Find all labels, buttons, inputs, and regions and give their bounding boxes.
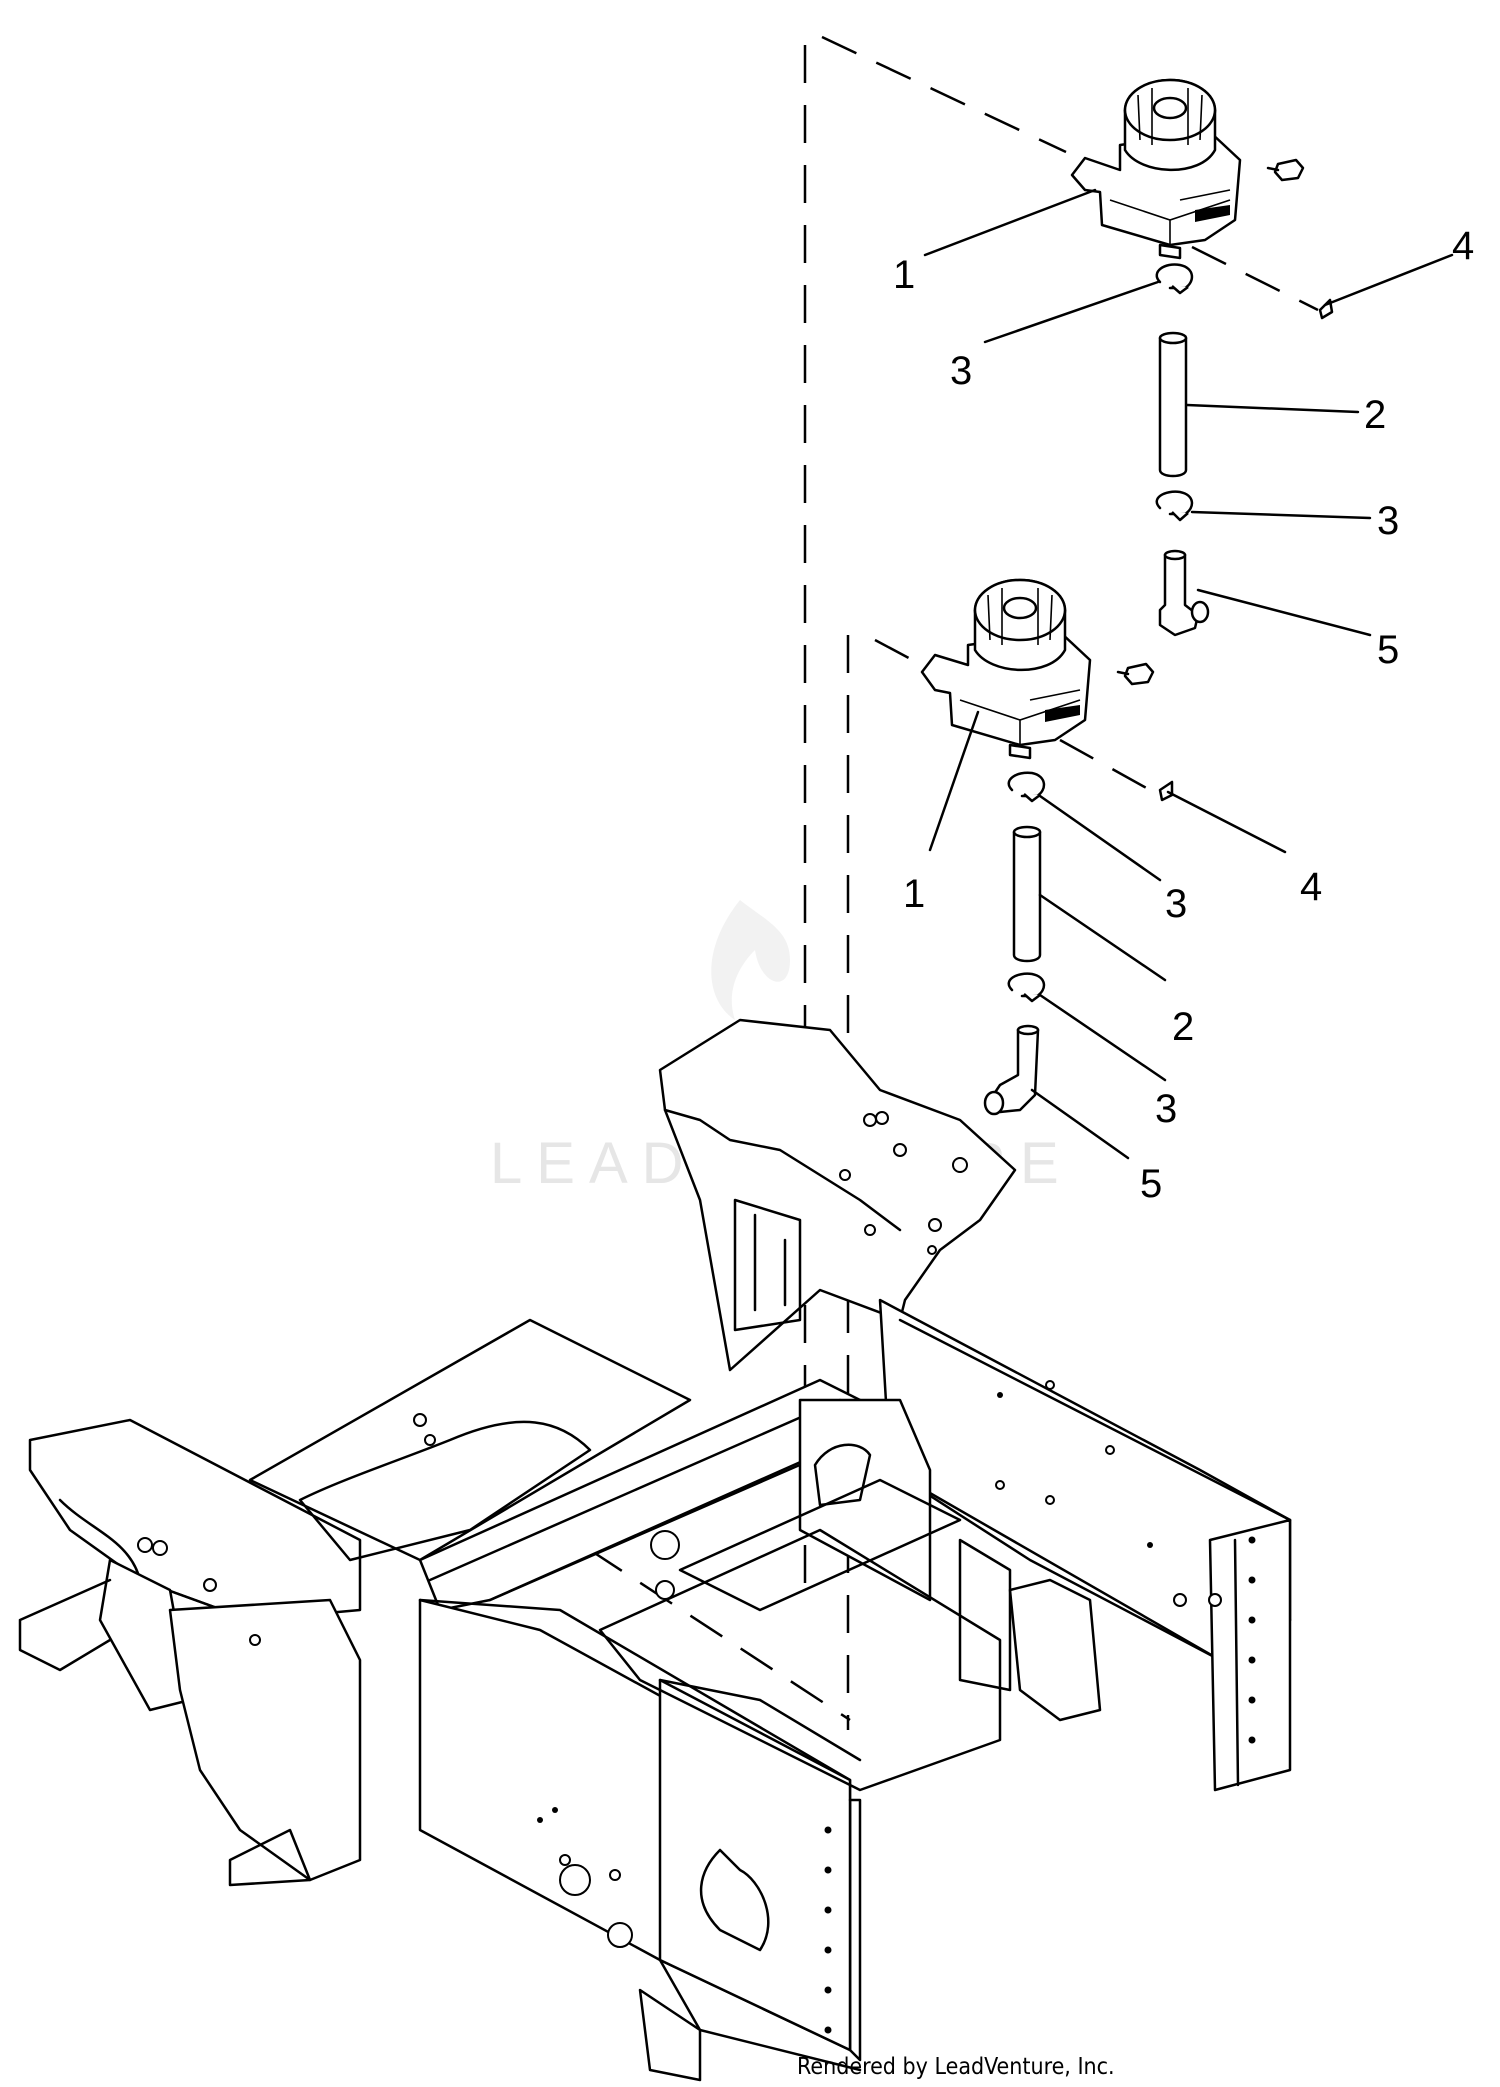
callout-1-upper: 1 bbox=[893, 253, 915, 297]
clamp-lower-1 bbox=[1007, 771, 1046, 803]
clamp-lower-2 bbox=[1007, 972, 1046, 1003]
callout-3-upper-bottom: 3 bbox=[1377, 499, 1399, 543]
hose-lower bbox=[1012, 825, 1042, 963]
callout-3-upper-top: 3 bbox=[950, 349, 972, 393]
reservoir-lower bbox=[920, 578, 1092, 760]
callout-1-lower: 1 bbox=[903, 872, 925, 916]
mower-frame bbox=[18, 1018, 1292, 2082]
callout-3-lower-top: 3 bbox=[1165, 882, 1187, 926]
frame-holes bbox=[137, 1111, 1222, 1948]
callout-labels: 1 1 2 2 3 3 3 3 4 4 5 5 bbox=[893, 224, 1474, 1206]
clip-lower bbox=[1158, 780, 1174, 802]
callout-4-upper: 4 bbox=[1452, 224, 1474, 268]
callout-4-lower: 4 bbox=[1300, 865, 1322, 909]
callout-2-upper: 2 bbox=[1364, 393, 1386, 437]
callout-2-lower: 2 bbox=[1172, 1005, 1194, 1049]
bolt-lower bbox=[1116, 662, 1155, 686]
callout-5-upper: 5 bbox=[1377, 628, 1399, 672]
hose-upper bbox=[1158, 331, 1188, 478]
bolt-upper bbox=[1266, 158, 1305, 182]
reservoir-upper bbox=[1070, 78, 1242, 260]
elbow-fitting-upper bbox=[1158, 549, 1210, 637]
frame-rivets bbox=[537, 1392, 1256, 2034]
callout-3-lower-bottom: 3 bbox=[1155, 1087, 1177, 1131]
elbow-fitting-lower bbox=[983, 1024, 1040, 1116]
clamp-upper-1 bbox=[1155, 263, 1194, 295]
footer-credit: Rendered by LeadVenture, Inc. bbox=[797, 2054, 1115, 2080]
leader-lines bbox=[923, 188, 1454, 1160]
clamp-upper-2 bbox=[1155, 490, 1194, 522]
callout-5-lower: 5 bbox=[1140, 1162, 1162, 1206]
